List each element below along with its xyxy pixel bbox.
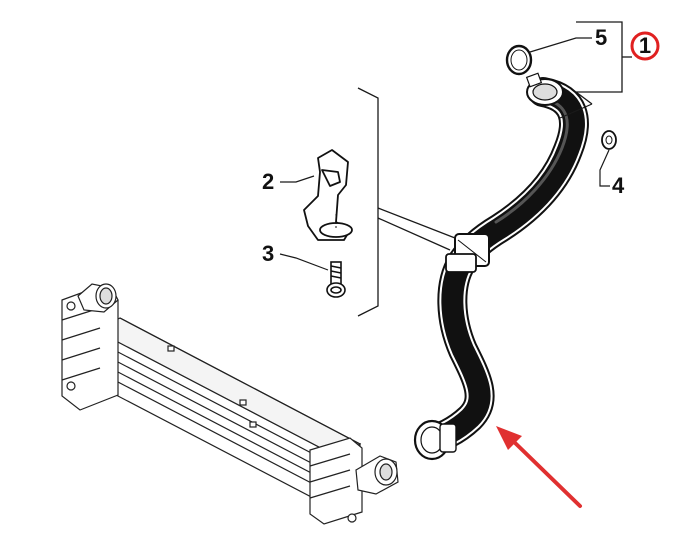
callout-3-label: 3 [262,241,275,266]
highlight-circle [630,31,660,61]
group-bracket [575,21,632,105]
callout-1-label: 1 [638,33,652,58]
detail-bracket [357,87,456,317]
leader-4 [599,149,610,187]
o-ring-icon [505,44,533,76]
callout-2-label: 2 [262,169,275,194]
leader-1 [559,103,593,119]
leader-3 [279,253,329,271]
bracket-icon [303,149,353,241]
nut-icon [601,130,617,150]
red-arrow-icon [496,426,582,508]
leader-2 [280,175,315,183]
hose-icon [413,72,589,461]
intercooler-icon [61,283,399,525]
bolt-icon [326,214,346,298]
callout-4-label: 4 [612,173,625,198]
leader-5 [529,37,592,53]
callout-5-label: 5 [595,25,608,50]
